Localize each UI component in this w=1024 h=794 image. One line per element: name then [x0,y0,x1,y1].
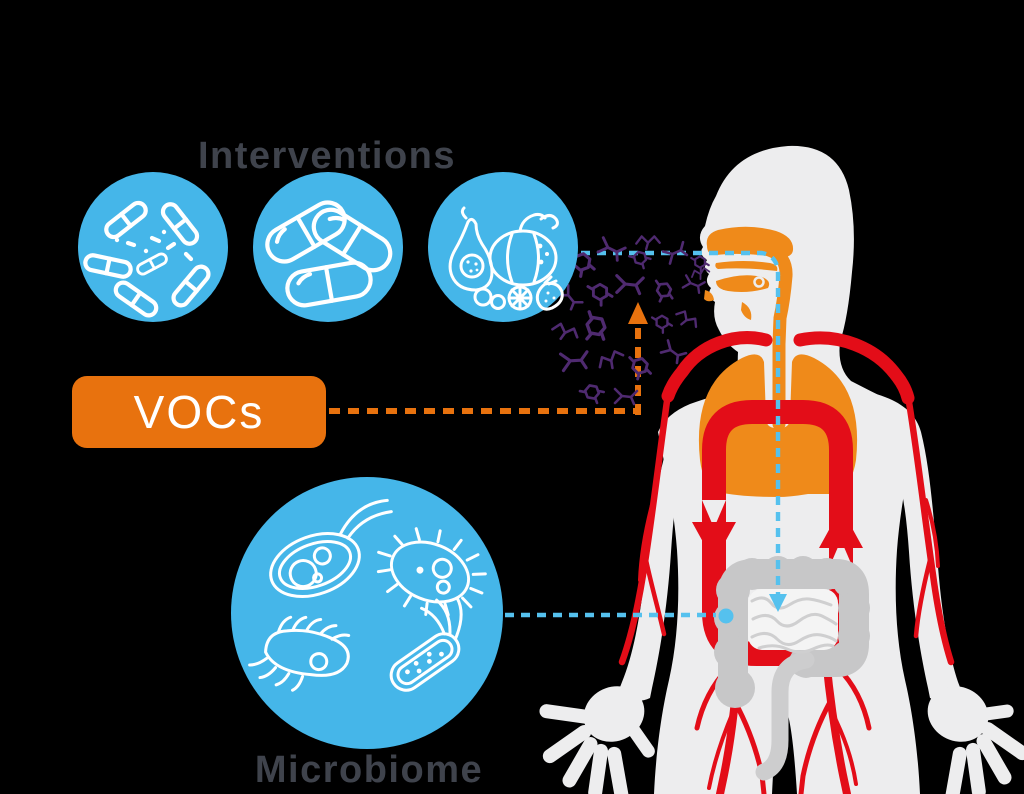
left-aortic-arch [661,331,773,403]
interventions-title: Interventions [198,135,456,177]
interventions-section: Interventions [78,135,578,322]
vocs-box: VOCs [72,376,326,448]
epiglottis [741,302,752,320]
small-intestine-coils [750,596,838,654]
microbiome-section: Microbiome [231,477,503,791]
healthy-foods-icon [448,206,564,311]
intervention-item-probiotics [78,172,228,322]
colon-haustra [714,556,870,708]
breath-route-arrowhead [769,594,787,612]
vocs-route-arrowhead [628,302,648,324]
left-hand [538,686,658,794]
foods-circle [428,172,578,322]
right-arm [848,388,963,701]
vocs-label: VOCs [134,386,265,438]
up-flow-arrow [819,508,863,548]
microbiome-title: Microbiome [255,749,483,791]
intervention-item-capsules [253,172,403,322]
down-flow-arrow [692,522,736,562]
right-hand [927,686,1024,794]
breath-route-dashed-line [581,250,787,612]
human-body-illustration [538,145,1024,794]
vocs-route-dashed-line [329,302,648,415]
left-arm [617,398,748,701]
palate [715,261,778,271]
airway [704,226,794,432]
rectum [755,651,815,781]
arm-arteries [618,390,955,666]
nasal-cavity [706,226,794,258]
gut-route-dot [718,608,734,624]
intestines [714,556,870,781]
right-aortic-arch [793,331,915,405]
gut-route-dashed-line [505,608,734,624]
probiotic-bacteria-icon [84,200,212,318]
vocs-box-background [72,376,326,448]
lungs [698,354,858,497]
intervention-item-foods [428,172,578,322]
gut-microbes-icon [248,498,487,692]
